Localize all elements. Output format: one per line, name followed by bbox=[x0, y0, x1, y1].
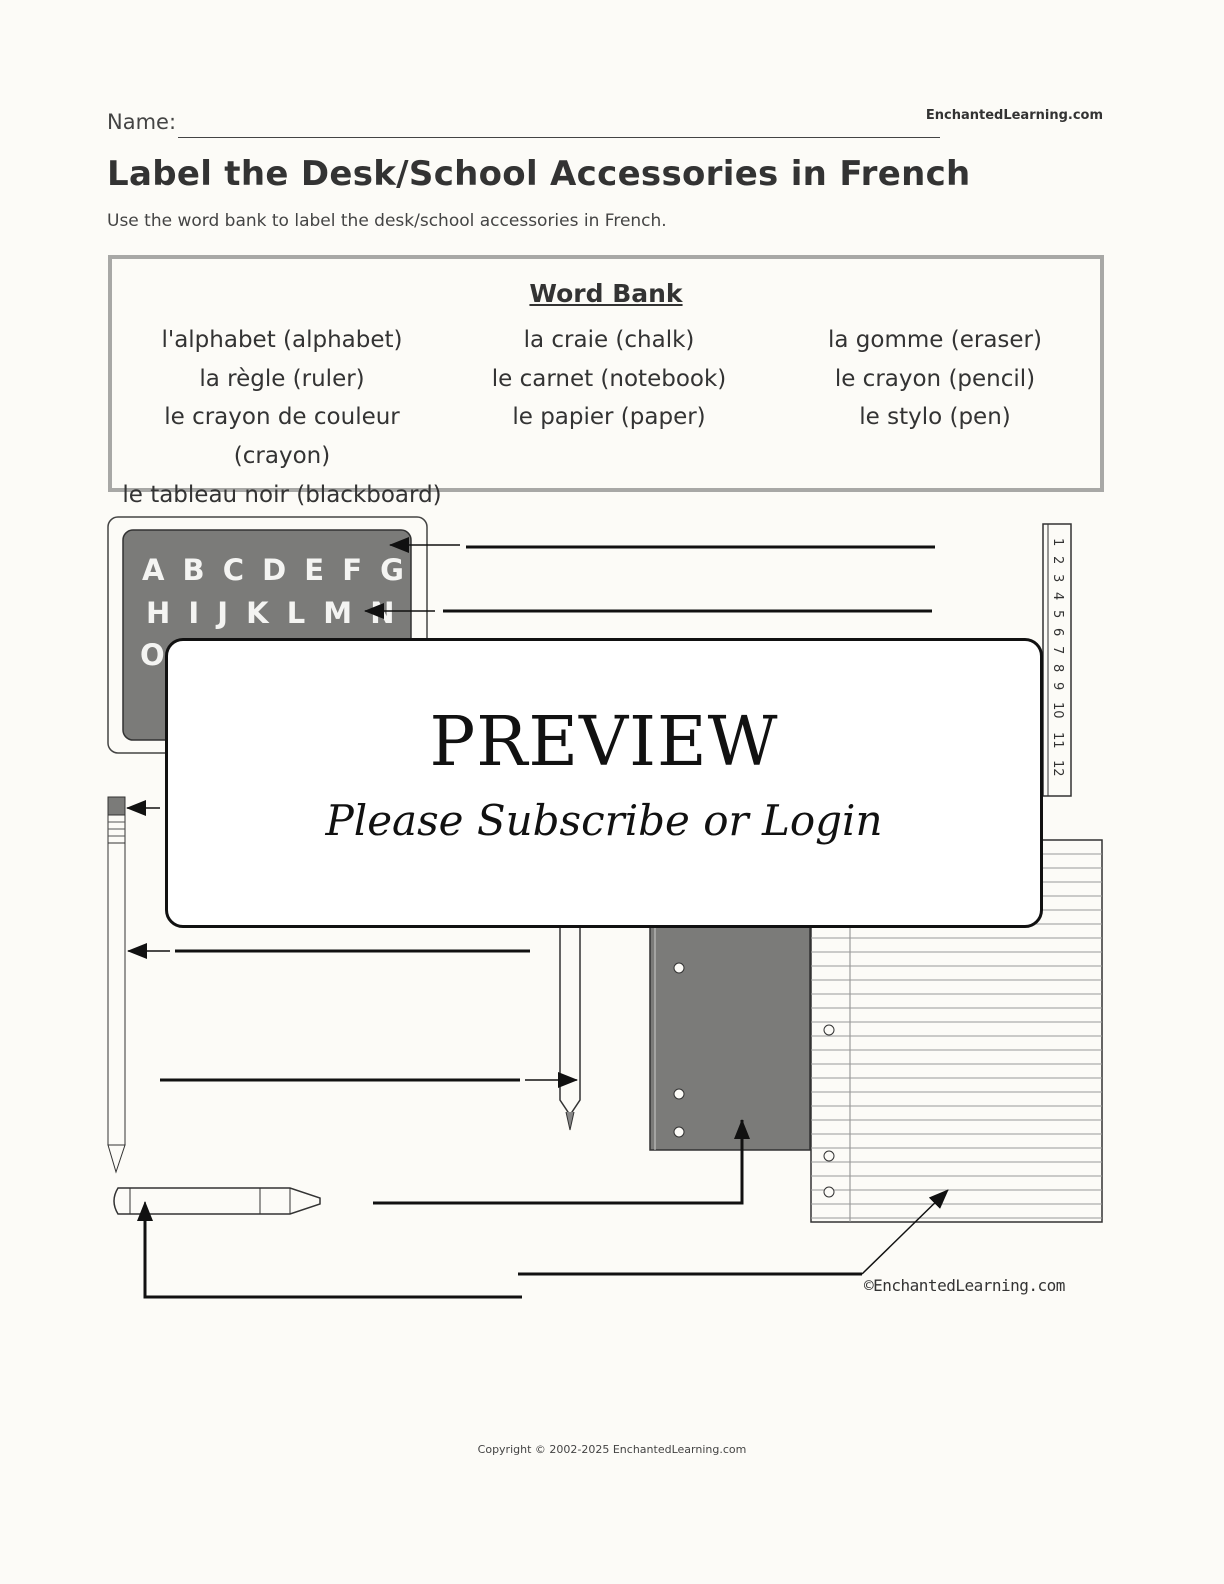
word-item: la règle (ruler) bbox=[199, 365, 365, 392]
word-item: le crayon (pencil) bbox=[834, 365, 1036, 392]
word-item: le carnet (notebook) bbox=[491, 365, 727, 392]
preview-overlay[interactable]: PREVIEW Please Subscribe or Login bbox=[165, 638, 1043, 928]
ruler-number: 9 bbox=[1050, 682, 1065, 690]
subscribe-login-prompt[interactable]: Please Subscribe or Login bbox=[325, 796, 883, 845]
answer-line[interactable] bbox=[143, 1220, 522, 1299]
ruler-number: 3 bbox=[1050, 574, 1065, 582]
word-item: la craie (chalk) bbox=[523, 327, 695, 353]
answer-line[interactable] bbox=[373, 1120, 744, 1205]
ruler-number: 12 bbox=[1050, 760, 1065, 777]
instructions: Use the word bank to label the desk/scho… bbox=[107, 211, 667, 231]
word-bank-column-3: la gomme (eraser) le crayon (pencil) le … bbox=[770, 321, 1100, 437]
name-input-line[interactable] bbox=[178, 137, 940, 138]
word-item: le tableau noir (blackboard) bbox=[122, 481, 442, 508]
word-item: la gomme (eraser) bbox=[828, 327, 1042, 353]
word-bank-title: Word Bank bbox=[529, 279, 683, 308]
ruler-number: 11 bbox=[1050, 732, 1065, 749]
ruler-number: 1 bbox=[1050, 538, 1065, 546]
word-bank: Word Bank l'alphabet (alphabet) la règle… bbox=[108, 255, 1104, 508]
ruler-number: 4 bbox=[1050, 592, 1065, 600]
word-bank-column-1: l'alphabet (alphabet) la règle (ruler) l… bbox=[117, 321, 447, 515]
word-item: le crayon de couleur (crayon) bbox=[164, 404, 400, 470]
ruler: 1 2 3 4 5 6 7 8 9 10 11 12 bbox=[1042, 523, 1072, 797]
brand-link[interactable]: EnchantedLearning.com bbox=[925, 108, 1103, 123]
ruler-number: 5 bbox=[1050, 610, 1065, 618]
name-label: Name: bbox=[107, 110, 177, 134]
word-item: le stylo (pen) bbox=[859, 404, 1011, 431]
ruler-number: 6 bbox=[1050, 628, 1065, 636]
pen bbox=[559, 920, 581, 1131]
word-bank-column-2: la craie (chalk) le carnet (notebook) le… bbox=[444, 321, 774, 437]
word-item: le papier (paper) bbox=[512, 404, 706, 431]
chalkboard-row: A B C D E F G bbox=[142, 553, 408, 587]
pencil bbox=[107, 796, 126, 1174]
ruler-number: 10 bbox=[1050, 702, 1065, 719]
chalkboard-row: O bbox=[140, 638, 165, 672]
preview-title: PREVIEW bbox=[429, 703, 779, 782]
crayon bbox=[113, 1187, 321, 1215]
label-lines bbox=[126, 537, 949, 1299]
ruler-number: 8 bbox=[1050, 664, 1065, 672]
notebook bbox=[649, 924, 811, 1151]
ruler-number: 2 bbox=[1050, 556, 1065, 564]
illustration-copyright: ©EnchantedLearning.com bbox=[864, 1276, 1065, 1295]
word-item: l'alphabet (alphabet) bbox=[161, 327, 403, 353]
chalkboard-row: H I J K L M N bbox=[146, 596, 399, 630]
footer-copyright: Copyright © 2002-2025 EnchantedLearning.… bbox=[477, 1443, 747, 1456]
ruler-number: 7 bbox=[1050, 646, 1065, 654]
page-title: Label the Desk/School Accessories in Fre… bbox=[107, 154, 971, 194]
